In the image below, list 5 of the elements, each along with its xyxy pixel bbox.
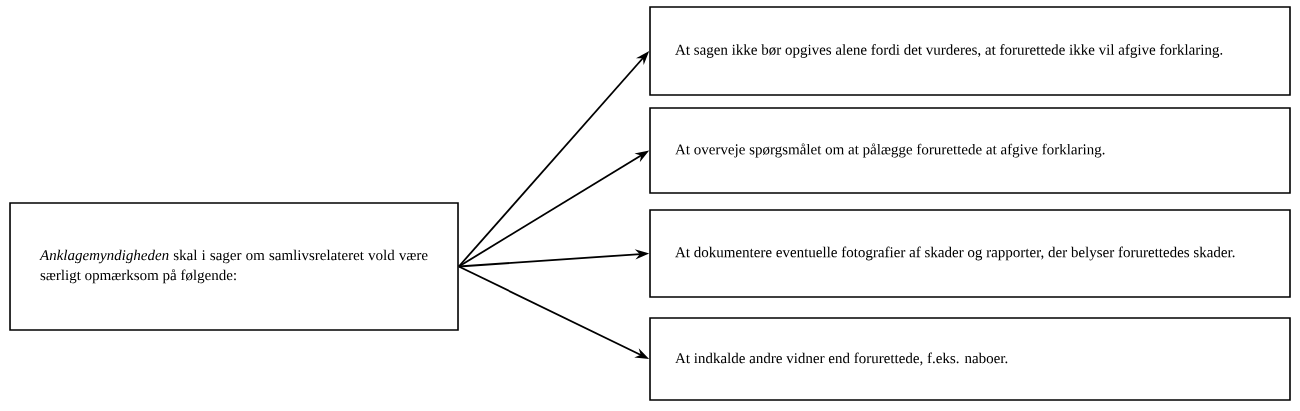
text-box: At indkalde andre vidner end forurettede, f.eks. naboer.	[649, 317, 1291, 401]
text-box: At sagen ikke bør opgives alene fordi det vurderes, at forurettede ikke vil afgive forklaring.	[649, 6, 1291, 96]
text-box: At dokumentere eventuelle fotografier af skader og rapporter, der belyser forurettedes skader.	[649, 209, 1291, 298]
text-box: At overveje spørgsmålet om at pålægge forurettede at afgive forklaring.	[649, 107, 1291, 194]
text-box: Anklagemyndigheden skal i sager om samlivsrelateret vold være særligt opmærksom på følgende:	[9, 202, 459, 331]
